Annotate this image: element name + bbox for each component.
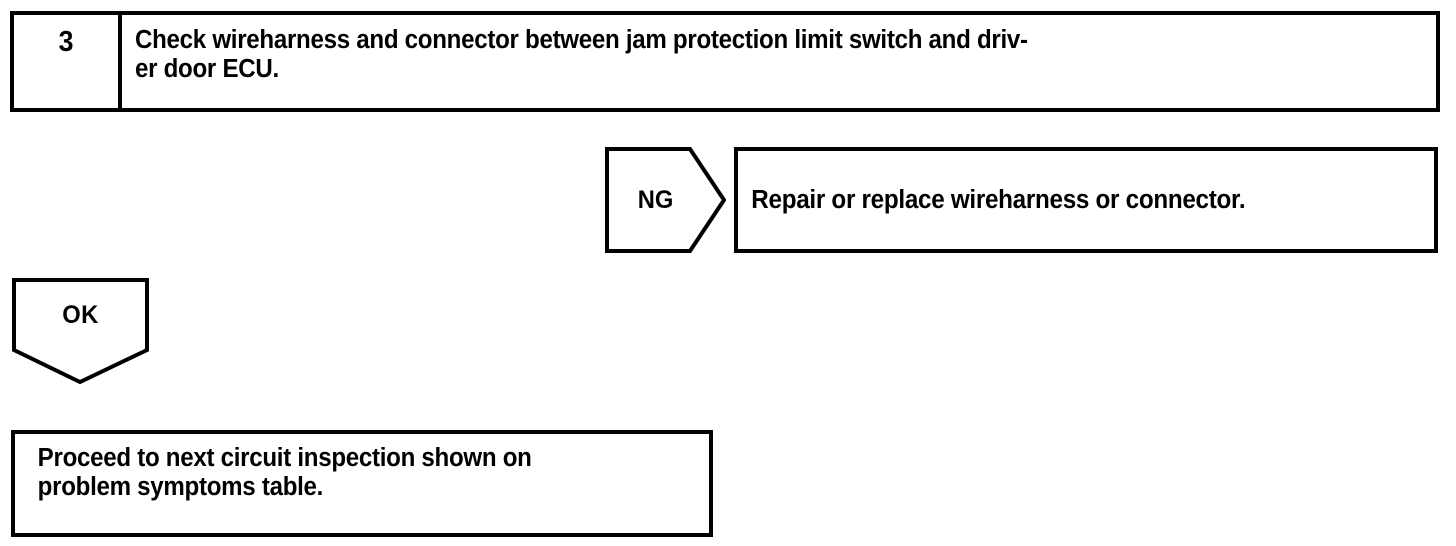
step-row: 3 Check wireharness and connector betwee…	[10, 11, 1440, 112]
ok-branch-tag: OK	[12, 278, 149, 384]
ng-result-text: Repair or replace wireharness or connect…	[751, 185, 1246, 214]
ng-pentagon-icon	[605, 147, 726, 253]
ok-pentagon-icon	[12, 278, 149, 384]
ok-result-box: Proceed to next circuit inspection shown…	[11, 430, 713, 537]
step-number-cell: 3	[14, 15, 122, 108]
step-instruction-cell: Check wireharness and connector between …	[122, 15, 1436, 108]
ok-branch-label: OK	[62, 300, 99, 329]
ng-branch-tag: NG	[605, 147, 726, 253]
step-number: 3	[58, 26, 74, 58]
ok-result-text: Proceed to next circuit inspection shown…	[37, 444, 532, 502]
step-instruction-text: Check wireharness and connector between …	[135, 26, 1028, 83]
ng-result-box: Repair or replace wireharness or connect…	[734, 147, 1438, 253]
ng-branch-label: NG	[637, 185, 674, 214]
